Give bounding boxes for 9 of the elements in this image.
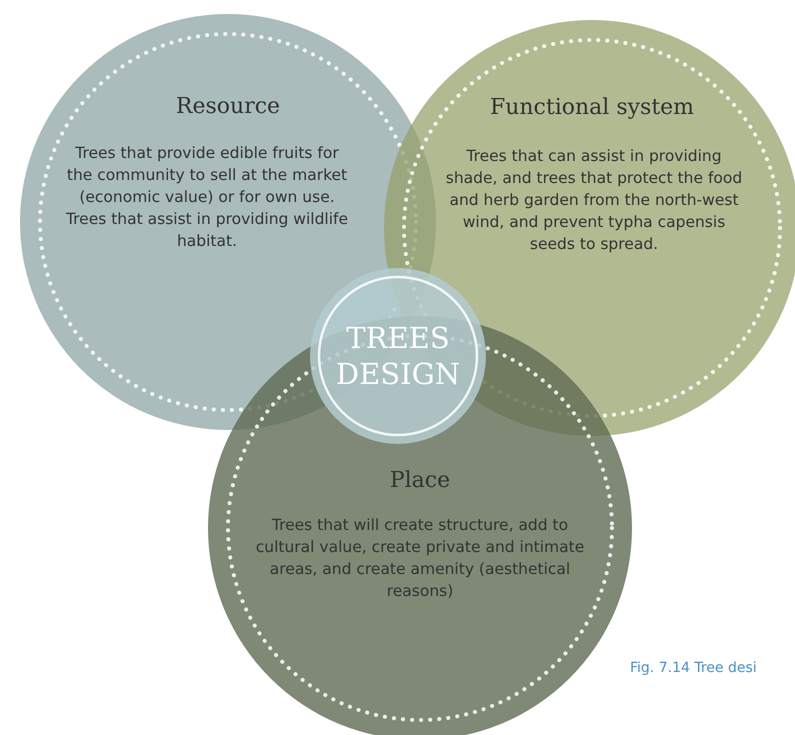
circle-heading: Resource [176, 94, 280, 119]
description-text: Trees that can assist in providing shade, and trees that protect the food and herb garden from the north-west wind, and prevent typha capensis seeds to spread. [444, 146, 744, 255]
description-text: Trees that will create structure, add to cultural value, create private and intimate areas, and create amenity (aesthetical reasons) [254, 515, 586, 602]
center-circle [310, 268, 486, 444]
description-text: Trees that provide edible fruits for the community to sell at the market (economic value) or for own use. Trees that assist in providing wildlife habitat. [64, 143, 350, 252]
circle-heading: Functional system [490, 95, 694, 120]
center-title: TREES DESIGN [334, 320, 462, 392]
figure-caption: Fig. 7.14 Tree desi [630, 660, 757, 676]
circle-heading: Place [390, 468, 450, 493]
